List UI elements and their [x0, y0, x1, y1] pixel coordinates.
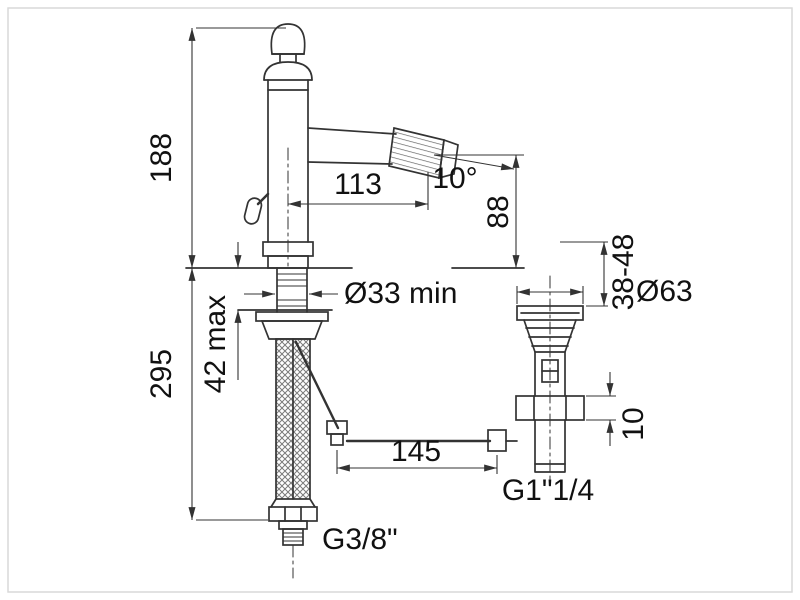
- popup-linkage: [294, 340, 518, 452]
- popup-diagonal-rod: [294, 340, 340, 430]
- spout-top-line: [307, 127, 397, 135]
- centerlines: [287, 147, 551, 579]
- dim-label-295: 295: [145, 349, 178, 399]
- hose-nut-facets: [284, 506, 302, 522]
- angle-10deg-line: [433, 154, 515, 171]
- dim-label-63: Ø63: [636, 275, 693, 308]
- dim-label-10-deg: 10°: [432, 162, 477, 195]
- dim-label-88: 88: [482, 195, 515, 228]
- thread-label-g3-8: G3/8": [322, 523, 398, 556]
- thread-label-g1-1-4: G1"1/4: [502, 474, 594, 507]
- dim-label-33-min: Ø33 min: [344, 277, 457, 310]
- page-border: [7, 7, 793, 593]
- dimension-lines: [188, 27, 616, 521]
- dim-label-38-48: 38-48: [607, 234, 640, 311]
- linkage-clamp-lower: [330, 433, 344, 446]
- hose-collar: [278, 520, 308, 530]
- spout: [307, 126, 459, 180]
- handle-dome-cap: [263, 61, 313, 81]
- waste-nut-facets: [533, 395, 567, 421]
- hose-end-taper: [270, 498, 316, 508]
- spout-bottom-line: [307, 161, 393, 165]
- mounting-washer: [255, 311, 329, 322]
- faucet-handle: [263, 23, 313, 81]
- faucet-and-waste-drawing: [185, 23, 585, 579]
- mounting-nut: [260, 320, 324, 340]
- dim-label-113: 113: [334, 168, 382, 201]
- popup-rod-knob-stem: [256, 192, 270, 206]
- shank-thread-ticks: [276, 273, 308, 307]
- hose-nut: [268, 506, 318, 522]
- hose-thread-ticks: [282, 532, 304, 542]
- flexible-hoses: [268, 338, 318, 546]
- popup-knob: [243, 197, 263, 225]
- handle-stem: [279, 53, 297, 63]
- dim-label-10: 10: [617, 407, 650, 440]
- dim-label-42-max: 42 max: [199, 295, 232, 393]
- dim-label-145: 145: [391, 435, 441, 468]
- dim-label-188: 188: [145, 133, 178, 183]
- handle-grip: [270, 23, 306, 55]
- aerator-end-cap: [437, 138, 459, 180]
- faucet-body: [243, 79, 314, 269]
- mounting-deck: [185, 267, 525, 340]
- dimension-labels: 188 295 42 max 113 10° 88 Ø33 min Ø63 38…: [145, 133, 693, 556]
